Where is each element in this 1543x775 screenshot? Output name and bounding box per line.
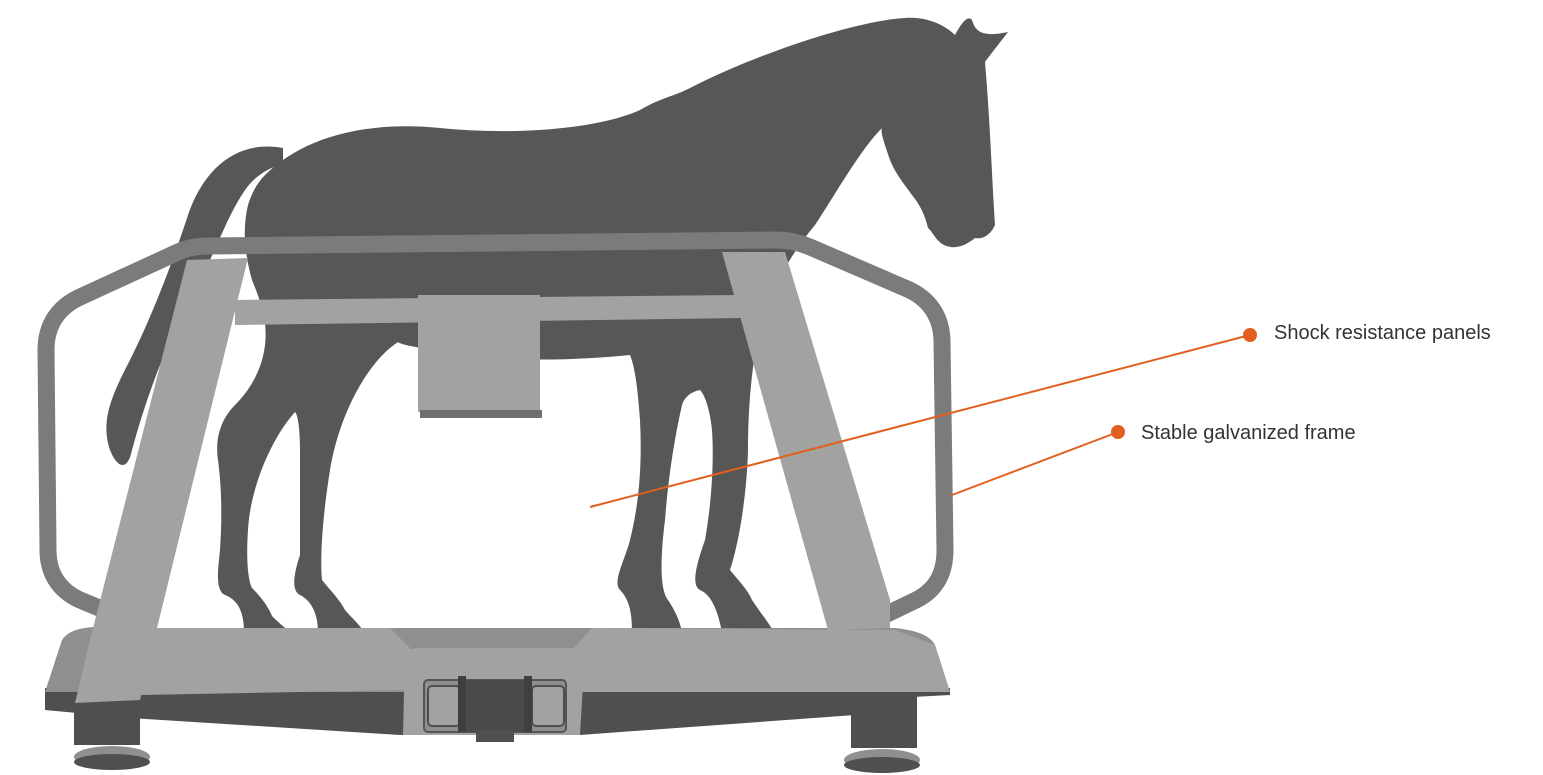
callout-line-frame	[951, 431, 1119, 496]
callout-label-stable-galvanized-frame: Stable galvanized frame	[1141, 422, 1356, 444]
callout-dot-icon	[1111, 425, 1125, 439]
callout-label-shock-resistance-panels: Shock resistance panels	[1274, 322, 1491, 344]
center-buckle	[423, 676, 567, 742]
galvanized-frame	[37, 231, 954, 634]
callout-lines	[589, 334, 1251, 508]
callout-line-shock	[589, 334, 1251, 508]
callout-dot-icon	[1243, 328, 1257, 342]
horse-silhouette-icon	[106, 17, 1008, 632]
